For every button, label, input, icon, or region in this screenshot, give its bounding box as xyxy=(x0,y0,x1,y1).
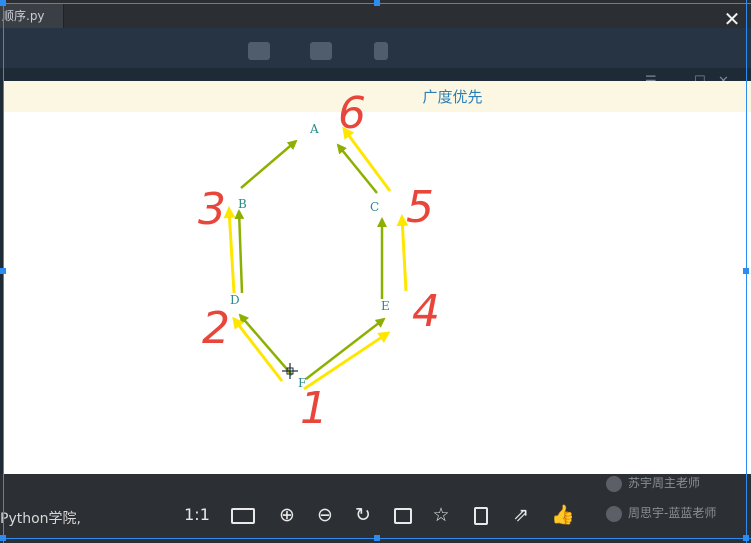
resize-handle[interactable] xyxy=(743,535,749,541)
contacts-icon xyxy=(310,42,332,60)
avatar xyxy=(606,505,622,522)
contact-item: 周思宇-蓝蓝老师 xyxy=(606,504,716,522)
bfs-arrow-f-d xyxy=(232,316,284,382)
resize-handle[interactable] xyxy=(0,268,6,274)
bfs-arrow-e-c xyxy=(396,214,409,292)
order-annotations: 1 2 3 4 5 6 xyxy=(198,88,440,434)
background-tab[interactable]: 顺序.py xyxy=(0,4,64,28)
rotate-icon[interactable]: ↻ xyxy=(355,504,371,526)
close-viewer-button[interactable]: ✕ xyxy=(723,7,741,31)
device-icon[interactable] xyxy=(468,502,494,528)
zoom-reset-button[interactable]: 1:1 xyxy=(184,505,210,524)
graph-title: 广度优先 xyxy=(422,88,483,106)
crosshair-cursor-icon xyxy=(282,363,298,379)
edge-c-a xyxy=(336,143,378,194)
favorite-icon[interactable]: ☆ xyxy=(432,504,450,526)
edge-f-e xyxy=(305,317,386,380)
bfs-graph: A B C D E F 1 2 3 4 5 6 xyxy=(198,88,440,434)
share-icon[interactable]: ⇗ xyxy=(513,504,529,526)
title-band: 广度优先 xyxy=(4,81,751,112)
zoom-out-icon[interactable]: ⊖ xyxy=(317,504,333,526)
resize-handle[interactable] xyxy=(374,0,380,6)
chat-icon xyxy=(248,42,270,60)
order-number-d: 2 xyxy=(202,303,230,354)
bfs-arrow-f-e xyxy=(303,331,391,391)
node-c: C xyxy=(370,200,379,214)
bfs-arrows xyxy=(223,126,409,391)
order-number-e: 4 xyxy=(412,286,440,337)
edge-b-a xyxy=(240,139,298,189)
image-canvas: 广度优先 A xyxy=(4,81,751,474)
background-toolbar: ☰ — ☐ ✕ xyxy=(0,28,751,89)
order-number-f: 1 xyxy=(300,383,328,434)
tree-edges xyxy=(234,139,387,380)
background-bottom-panel: Python学院, 苏宇周主老师 周思宇-蓝蓝老师 xyxy=(0,474,751,543)
order-number-b: 3 xyxy=(198,184,226,235)
node-a: A xyxy=(309,122,319,136)
resize-handle[interactable] xyxy=(743,268,749,274)
file-icon xyxy=(374,42,388,60)
thumbs-up-icon[interactable]: 👍 xyxy=(551,504,575,526)
bfs-arrow-c-a xyxy=(342,126,392,192)
node-e: E xyxy=(381,299,390,313)
resize-handle[interactable] xyxy=(0,535,6,541)
avatar xyxy=(606,475,622,492)
order-number-c: 5 xyxy=(406,182,434,233)
zoom-in-icon[interactable]: ⊕ xyxy=(279,504,295,526)
background-channel-text: Python学院, xyxy=(0,511,81,527)
node-d: D xyxy=(230,293,240,307)
order-number-a: 6 xyxy=(338,88,366,139)
fit-screen-icon[interactable] xyxy=(228,502,258,528)
edge-f-d xyxy=(238,313,293,376)
node-labels: A B C D E F xyxy=(230,122,390,390)
node-f: F xyxy=(298,376,306,390)
resize-handle[interactable] xyxy=(374,535,380,541)
contact-item: 苏宇周主老师 xyxy=(606,474,700,492)
bfs-arrow-d-b xyxy=(223,206,236,294)
save-icon[interactable] xyxy=(390,502,416,528)
resize-handle[interactable] xyxy=(0,0,6,6)
node-b: B xyxy=(238,197,247,211)
edge-d-b xyxy=(234,209,245,294)
